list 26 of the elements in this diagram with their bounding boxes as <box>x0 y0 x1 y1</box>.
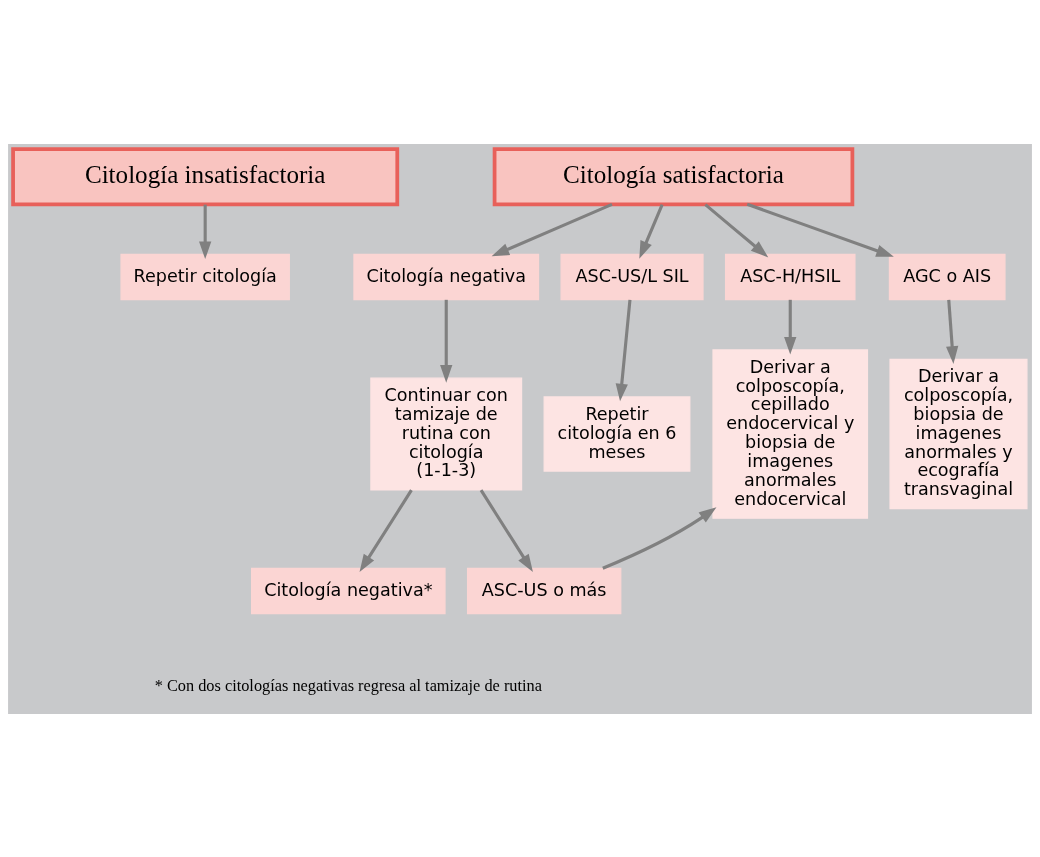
node-box: Derivar a colposcopía, biopsia de imagenes anormales y ecografía transvaginal <box>889 358 1028 509</box>
arrow <box>359 488 413 572</box>
arrow <box>946 299 959 364</box>
arrow <box>704 202 769 257</box>
node-box: Continuar con tamizaje de rutina con citología (1-1-3) <box>370 377 523 490</box>
node-box: Repetir citología <box>120 253 290 300</box>
arrow <box>491 202 613 256</box>
arrow <box>784 299 797 355</box>
arrow <box>639 203 664 259</box>
arrow <box>440 299 453 383</box>
node-box: Citología negativa* <box>251 567 446 614</box>
node-box: Citología insatisfactoria <box>11 146 400 206</box>
node-box: ASC-US/L SIL <box>560 253 704 300</box>
node-box: Citología negativa <box>353 253 540 300</box>
arrow <box>479 488 533 572</box>
node-box: ASC-H/HSIL <box>724 253 856 300</box>
node-box: Repetir citología en 6 meses <box>543 395 691 472</box>
arrow <box>199 204 212 259</box>
node-box: ASC-US o más <box>466 567 622 614</box>
node-box: Derivar a colposcopía, cepillado endocervical y biopsia de imagenes anormales endocervical <box>712 348 869 519</box>
node-box: Citología satisfactoria <box>492 146 855 206</box>
arrow <box>615 299 632 401</box>
label: * Con dos citologías negativas regresa al tamizaje de rutina <box>154 675 542 695</box>
node-box: AGC o AIS <box>888 253 1006 300</box>
arrow <box>602 506 717 570</box>
arrow <box>746 202 894 257</box>
